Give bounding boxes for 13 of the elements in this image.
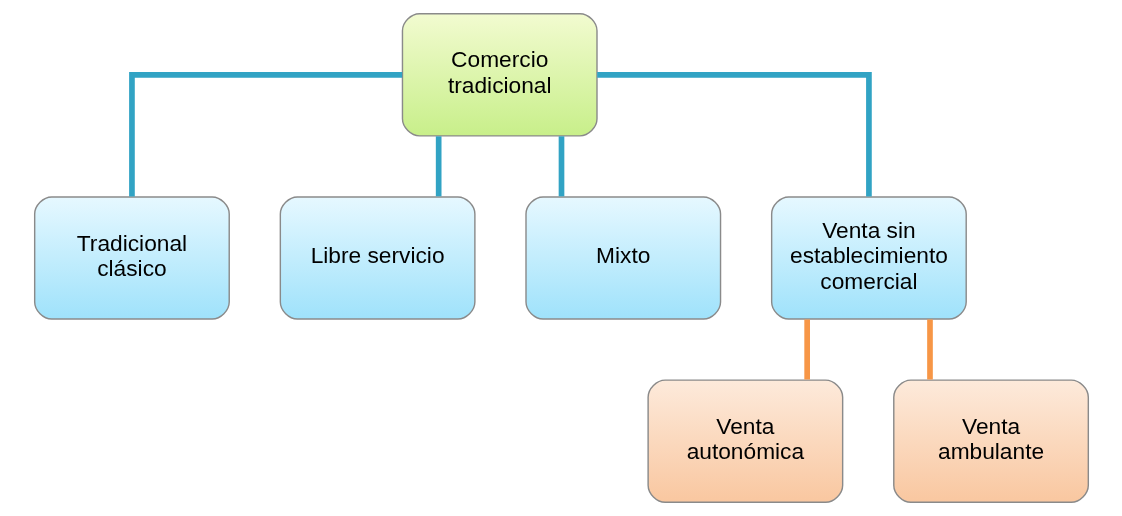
node-box: Venta sin establecimiento comercial [770,196,967,320]
node-box: Venta autonómica [646,379,843,503]
node-box: Comercio tradicional [401,13,598,137]
connector [128,71,402,197]
node-box: Tradicional clásico [33,196,230,320]
connector [926,319,933,380]
connector [596,71,872,197]
node-box: Venta ambulante [892,379,1089,503]
node-box: Libre servicio [279,196,476,320]
connector [435,136,441,197]
node-box: Mixto [524,196,721,320]
connector [558,136,564,197]
connector [803,319,810,380]
